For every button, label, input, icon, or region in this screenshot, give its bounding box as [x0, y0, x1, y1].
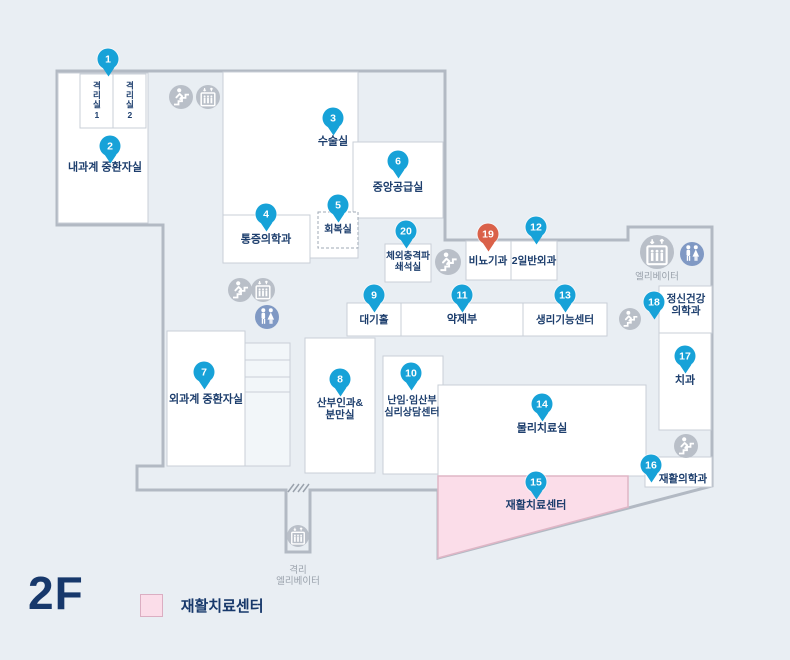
surgical-icu-label: 외과계 중환자실	[169, 393, 243, 406]
pin-13[interactable]: 13	[554, 284, 576, 306]
pin-10[interactable]: 10	[400, 362, 422, 384]
physical-therapy-label: 물리치료실	[516, 422, 568, 435]
room-isolation-room-2	[112, 73, 147, 129]
stairs-icon	[169, 85, 193, 109]
room-isolation-room-1	[79, 73, 114, 129]
pin-7[interactable]: 7	[193, 361, 215, 383]
dental-label: 치과	[674, 374, 696, 387]
restroom-icon	[255, 305, 279, 329]
central-supply-label: 중앙공급실	[372, 181, 424, 194]
pin-8[interactable]: 8	[329, 368, 351, 390]
pin-18[interactable]: 18	[643, 291, 665, 313]
pin-2[interactable]: 2	[99, 135, 121, 157]
stairs-icon	[228, 278, 252, 302]
rehab-center-zone	[437, 475, 629, 559]
rehab-medicine-label: 재활의학과	[658, 472, 708, 485]
isolation2-label: 격리실2	[124, 81, 135, 121]
medical-icu-label: 내과계 중환자실	[68, 161, 142, 174]
pin-4[interactable]: 4	[255, 203, 277, 225]
pin-17[interactable]: 17	[674, 345, 696, 367]
pin-20[interactable]: 20	[395, 220, 417, 242]
isolation1-label: 격리실1	[91, 81, 102, 121]
pin-1[interactable]: 1	[97, 48, 119, 70]
pin-14[interactable]: 14	[531, 393, 553, 415]
elevator-icon	[287, 525, 309, 547]
pin-16[interactable]: 16	[640, 454, 662, 476]
pin-11[interactable]: 11	[451, 284, 473, 306]
pin-6[interactable]: 6	[387, 150, 409, 172]
pin-19[interactable]: 19	[477, 223, 499, 245]
hatch-mark	[302, 483, 310, 493]
elevator-icon	[640, 235, 674, 269]
waiting-hall-label: 대기홀	[359, 313, 389, 326]
pin-9[interactable]: 9	[363, 284, 385, 306]
operating-label: 수술실	[317, 135, 349, 148]
hatch-mark	[287, 483, 295, 493]
pin-3[interactable]: 3	[322, 107, 344, 129]
building-outline	[55, 69, 714, 560]
pin-12[interactable]: 12	[525, 216, 547, 238]
pain-medicine-label: 통증의학과	[240, 233, 292, 246]
room-small-room-stack	[244, 342, 291, 467]
elevator-icon	[196, 85, 220, 109]
urology-label: 비뇨기과	[468, 254, 508, 267]
obgyn-label: 산부인과&분만실	[316, 396, 364, 421]
hatch-mark	[297, 483, 305, 493]
floor-bar: 2F 재활치료센터	[28, 566, 264, 620]
recovery-label: 회복실	[324, 224, 352, 236]
elevator-label: 엘리베이터	[635, 271, 679, 283]
room-surgical-icu-room	[166, 330, 246, 467]
room-obgyn-room	[304, 337, 376, 474]
legend-label: 재활치료센터	[180, 597, 264, 615]
pin-5[interactable]: 5	[327, 194, 349, 216]
legend-swatch	[139, 593, 163, 617]
stairs-icon	[435, 249, 461, 275]
physiology-label: 생리기능센터	[536, 313, 594, 326]
legend: 재활치료센터	[139, 593, 264, 617]
stairs-icon	[674, 434, 698, 458]
general-surgery2-label: 2일반외과	[511, 254, 557, 267]
room-general-surgery2-room	[510, 240, 558, 281]
rehab-center-label: 재활치료센터	[505, 499, 567, 512]
restroom-icon	[680, 242, 704, 266]
pharmacy-label: 약제부	[446, 313, 478, 326]
elevator-icon	[251, 278, 275, 302]
hatch-mark	[292, 483, 300, 493]
stairs-icon	[619, 308, 641, 330]
pin-15[interactable]: 15	[525, 471, 547, 493]
floor-title: 2F	[28, 567, 84, 619]
